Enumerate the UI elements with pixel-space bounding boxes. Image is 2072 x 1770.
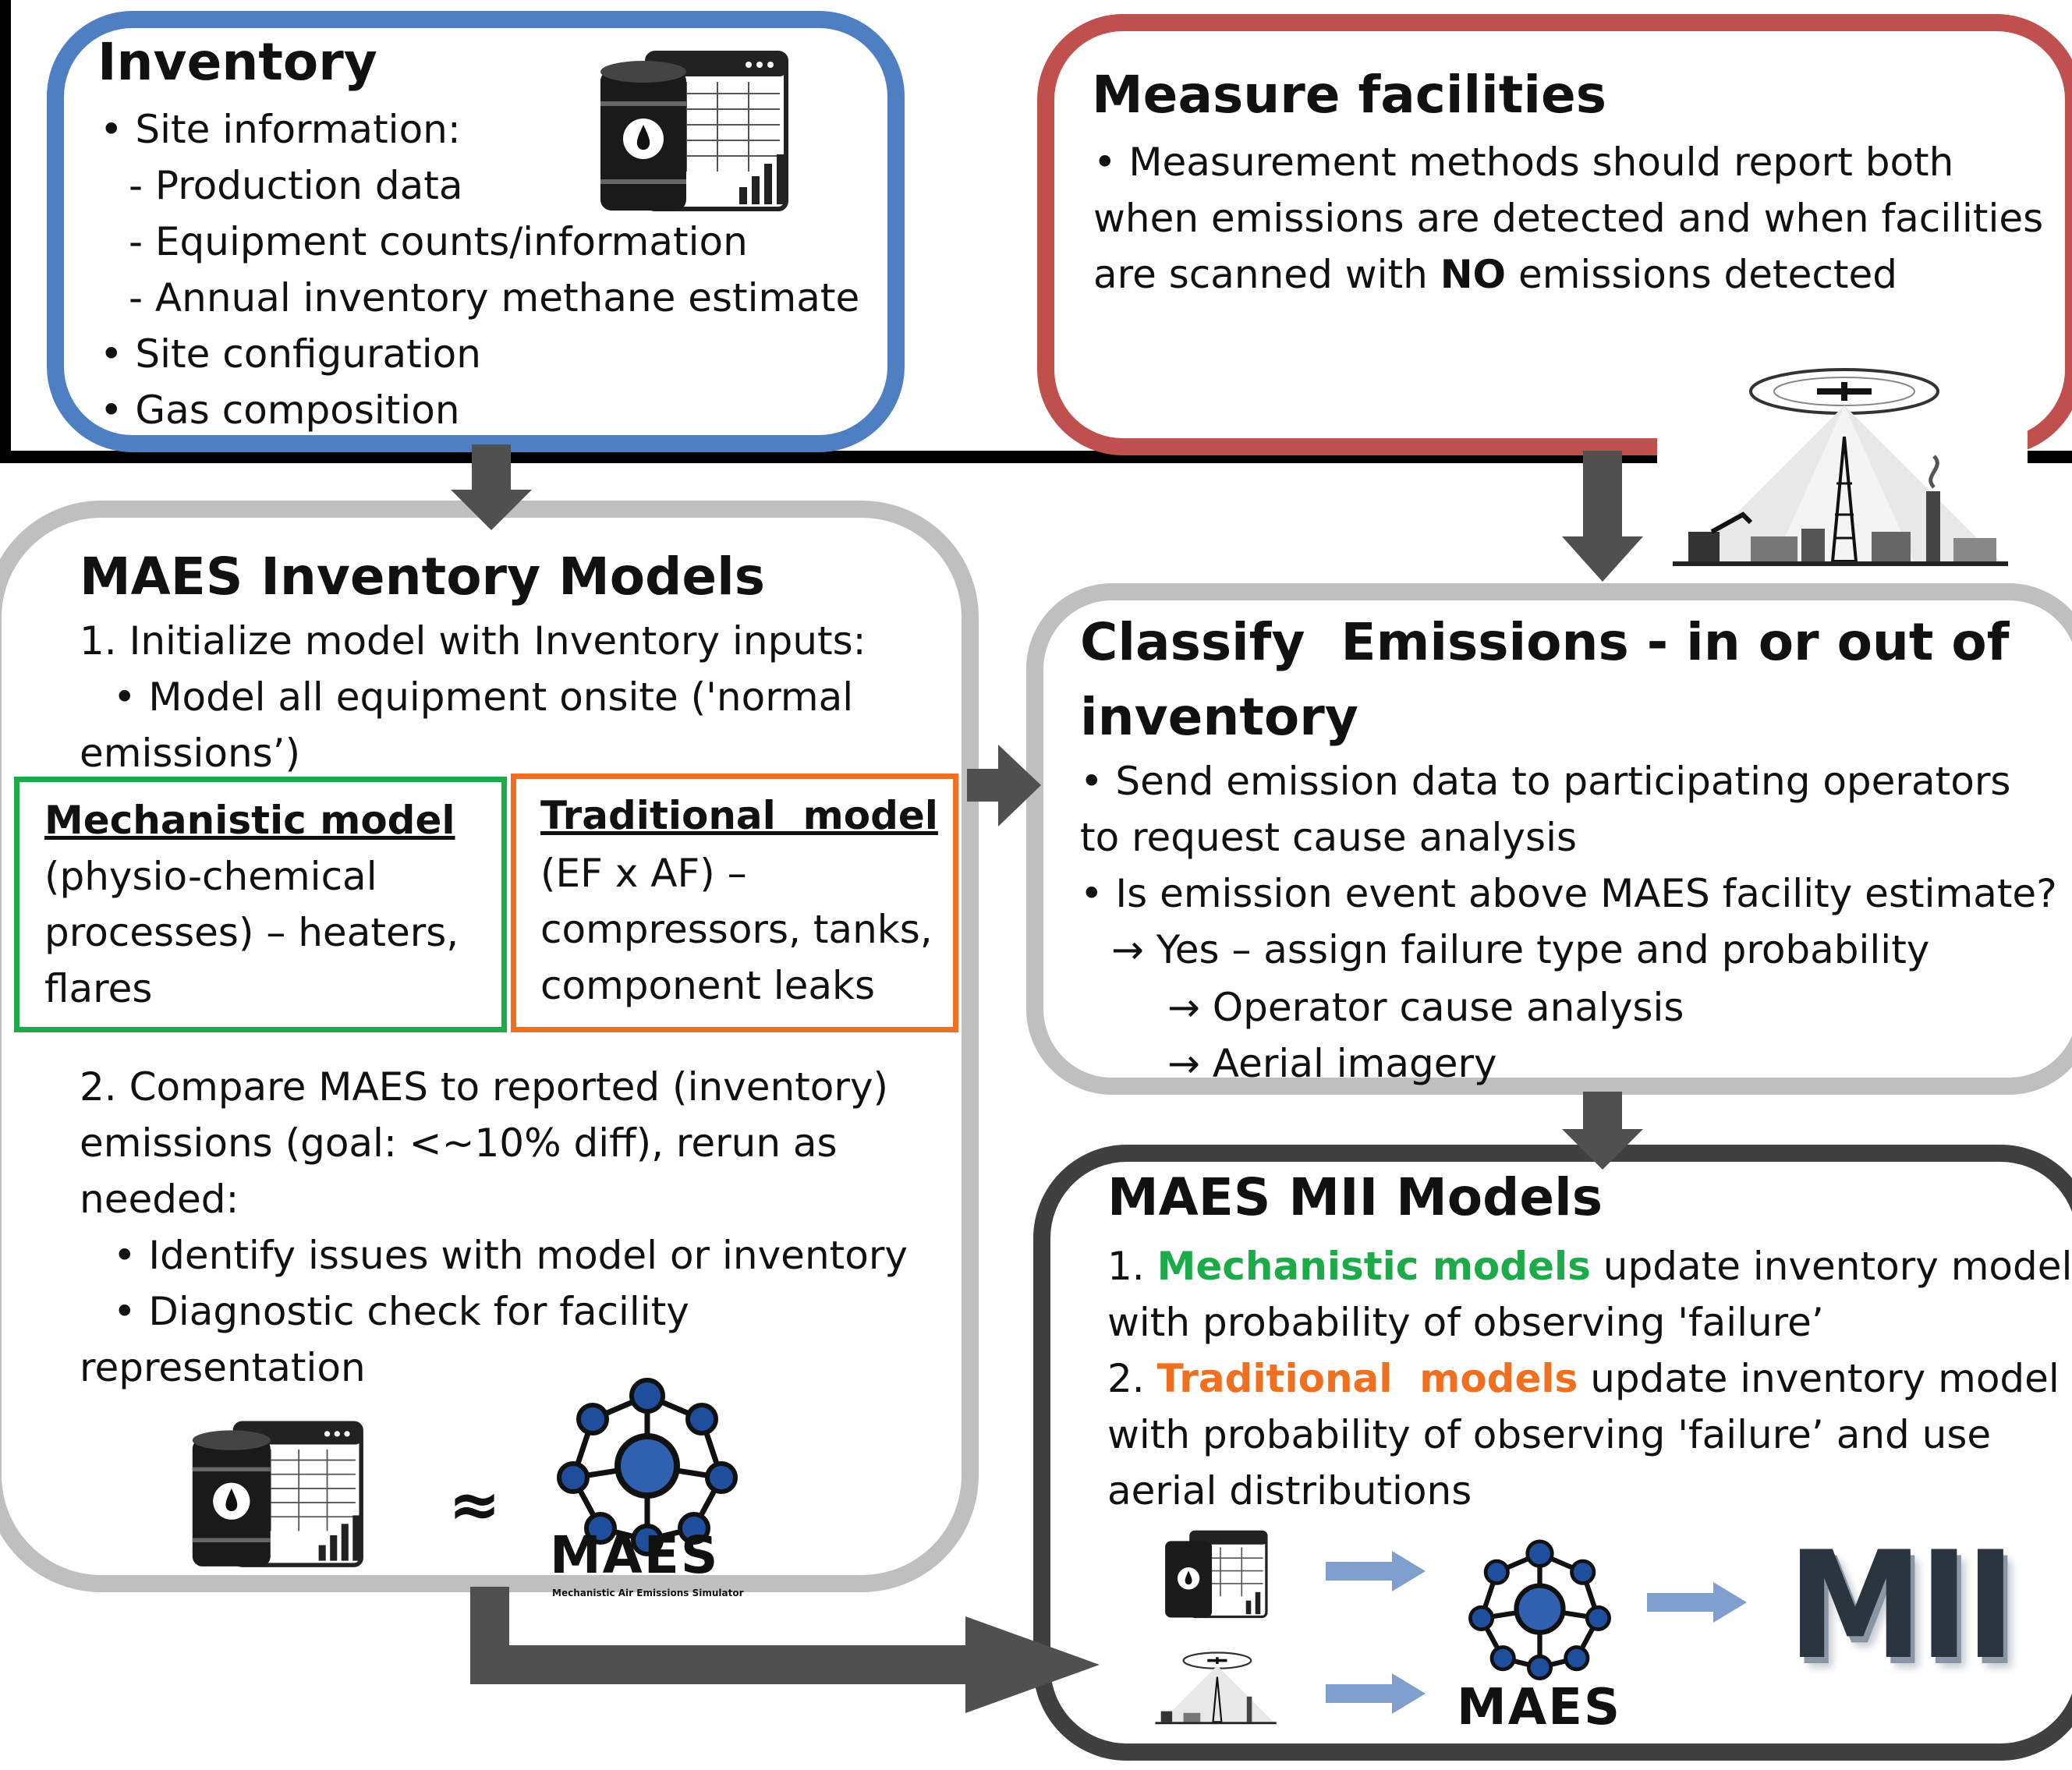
inventory-title: Inventory [97,32,377,92]
arrow-down-icon [1562,1092,1643,1170]
arrow-right-icon [1647,1582,1747,1623]
traditional-models-highlight: Traditional models [1156,1356,1578,1401]
inventory-line: - Production data [129,163,463,208]
classify-title: Classify Emissions - in or out of [1080,612,2010,672]
maes-molecule-logo [557,1378,738,1556]
arrow-right-icon [967,745,1041,827]
maes-inventory-line: • Model all equipment onsite ('normal [113,674,854,720]
traditional-model-line: compressors, tanks, [540,907,933,952]
traditional-model-box [511,773,958,1032]
mii-logo-text: MII [1787,1520,2016,1692]
mechanistic-model-line: processes) – heaters, [44,910,459,955]
mii-line: 1. Mechanistic models update inventory m… [1107,1244,2072,1289]
no-bold-text: NO [1440,252,1507,297]
approx-symbol: ≈ [448,1468,501,1541]
barrel-spreadsheet-icon [1165,1530,1268,1619]
mii-line: aerial distributions [1107,1468,1472,1513]
maes-logo-text: MAES [1457,1679,1622,1736]
classify-line: • Is emission event above MAES facility … [1080,871,2057,916]
maes-molecule-logo [1468,1539,1611,1681]
barrel-spreadsheet-icon [600,51,788,211]
traditional-model-line: (EF x AF) – [540,851,747,896]
traditional-model-title: Traditional model [540,793,938,838]
mii-line: with probability of observing 'failure’ … [1107,1412,1992,1457]
classify-emissions-box [1026,583,2072,1095]
mechanistic-model-box [14,777,507,1032]
maes-logo-text: MAES [550,1525,720,1585]
mii-line: 2. Traditional models update inventory m… [1107,1356,2060,1401]
classify-line: • Send emission data to participating op… [1080,759,2011,804]
maes-inventory-models-box [0,501,979,1592]
maes-inventory-line: needed: [80,1177,239,1222]
aerial-scan-icon [1155,1651,1277,1725]
measure-line: are scanned with NO emissions detected [1093,252,1897,297]
maes-inventory-line: • Diagnostic check for facility [113,1289,689,1334]
mii-line: with probability of observing 'failure’ [1107,1300,1824,1345]
arrow-down-icon [451,444,532,530]
maes-inventory-line: • Identify issues with model or inventor… [113,1233,908,1278]
arrow-right-icon [1326,1551,1426,1591]
mechanistic-model-line: (physio-chemical [44,854,377,899]
maes-mii-models-box [1033,1145,2072,1761]
classify-line: → Aerial imagery [1167,1041,1497,1086]
maes-inventory-line: emissions (goal: <~10% diff), rerun as [80,1120,838,1166]
elbow-arrow-icon [470,1587,1100,1713]
mechanistic-models-highlight: Mechanistic models [1156,1244,1591,1289]
inventory-line: - Annual inventory methane estimate [129,275,860,320]
barrel-spreadsheet-icon [192,1421,363,1567]
maes-inventory-line: representation [80,1345,366,1390]
classify-line: to request cause analysis [1080,815,1578,860]
mechanistic-model-line: flares [44,966,153,1011]
measure-line: • Measurement methods should report both [1093,140,1954,185]
measure-line: when emissions are detected and when fac… [1093,196,2044,241]
inventory-line: • Site information: [100,107,461,152]
aerial-scan-illustration [1657,327,2028,608]
inventory-line: - Equipment counts/information [129,219,748,264]
measure-title: Measure facilities [1092,65,1606,125]
mechanistic-model-title: Mechanistic model [44,798,455,843]
maes-inventory-line: 1. Initialize model with Inventory input… [80,618,866,664]
maes-inventory-line: 2. Compare MAES to reported (inventory) [80,1064,889,1110]
classify-title: inventory [1080,687,1358,747]
arrow-down-icon [1562,451,1643,582]
inventory-line: • Gas composition [100,388,460,433]
arrow-right-icon [1326,1673,1426,1714]
classify-line: → Yes – assign failure type and probabil… [1111,927,1930,972]
maes-inventory-line: emissions’) [80,731,301,776]
mii-title: MAES MII Models [1107,1167,1603,1227]
maes-inventory-title: MAES Inventory Models [80,547,766,607]
top-band-left-edge [0,0,11,460]
classify-line: → Operator cause analysis [1167,985,1684,1030]
inventory-line: • Site configuration [100,331,481,377]
maes-logo-subtitle: Mechanistic Air Emissions Simulator [552,1588,744,1598]
traditional-model-line: component leaks [540,963,876,1008]
